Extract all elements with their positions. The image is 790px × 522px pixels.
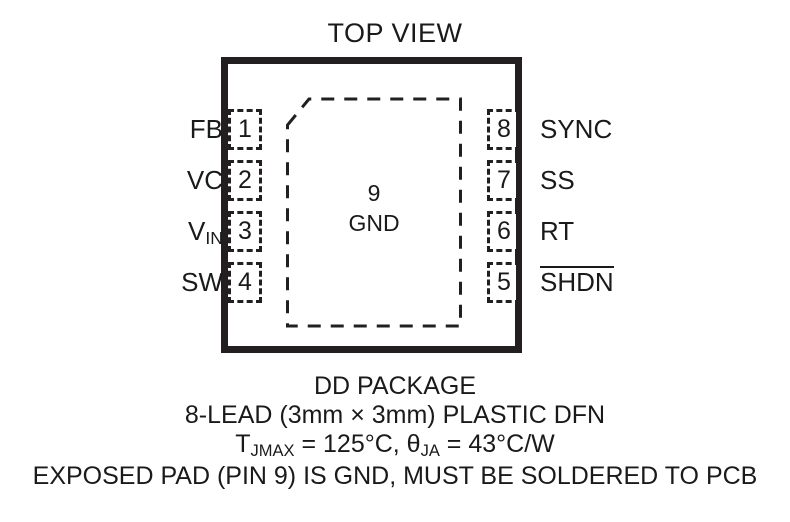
- pin-box-1[interactable]: 1: [228, 109, 262, 150]
- pin-label-vin: VIN: [188, 211, 223, 255]
- exposed-pad-shape: [286, 97, 462, 328]
- pin-box-8[interactable]: 8: [487, 109, 521, 150]
- pin-label-vin-base: V: [187, 216, 206, 246]
- exposed-pad-name: GND: [348, 210, 400, 236]
- caption-lead-count: 8-LEAD (3mm × 3mm) PLASTIC DFN: [184, 401, 606, 429]
- caption-theta-subscript: JA: [420, 441, 440, 460]
- caption-tjmax-value: = 125°C, θ: [294, 430, 421, 458]
- exposed-pad-outline: [286, 96, 462, 329]
- pin-label-ss: SS: [540, 165, 575, 195]
- pin-number-3: 3: [233, 214, 257, 249]
- pin-number-4: 4: [233, 265, 257, 300]
- package-body-outline: [221, 57, 522, 353]
- pin-label-rt: RT: [540, 216, 575, 246]
- pin-label-sw: SW: [181, 267, 223, 297]
- pin-number-2: 2: [233, 163, 257, 198]
- pin-number-1: 1: [233, 112, 257, 147]
- pin-number-5: 5: [492, 265, 516, 300]
- pin-label-sync: SYNC: [540, 114, 613, 144]
- pin-box-7[interactable]: 7: [487, 160, 521, 201]
- pin-number-8: 8: [492, 112, 516, 147]
- pin-number-6: 6: [492, 214, 516, 249]
- exposed-pad-label: 9 GND: [286, 178, 462, 238]
- package-caption: DD PACKAGE 8-LEAD (3mm × 3mm) PLASTIC DF…: [0, 372, 790, 491]
- caption-theta-value: = 43°C/W: [439, 430, 555, 458]
- pin-label-fb: FB: [189, 114, 223, 144]
- pin-box-5[interactable]: 5: [487, 262, 521, 303]
- caption-package-name: DD PACKAGE: [313, 372, 477, 400]
- pin-label-shdn: SHDN: [540, 262, 614, 303]
- diagram-title: TOP VIEW: [327, 18, 463, 48]
- pin-number-7: 7: [492, 163, 516, 198]
- caption-thermal-spec: TJMAX = 125°C, θJA = 43°C/W: [0, 430, 790, 462]
- pin-box-4[interactable]: 4: [228, 262, 262, 303]
- pin-box-6[interactable]: 6: [487, 211, 521, 252]
- exposed-pad-number: 9: [367, 180, 381, 206]
- pin-box-3[interactable]: 3: [228, 211, 262, 252]
- pin-label-vin-subscript: IN: [205, 227, 223, 248]
- pin-label-vc: VC: [186, 165, 223, 195]
- caption-tjmax-prefix: T: [235, 430, 251, 458]
- pin-box-2[interactable]: 2: [228, 160, 262, 201]
- caption-tjmax-subscript: JMAX: [250, 441, 295, 460]
- pin-label-shdn-overbar: SHDN: [540, 266, 614, 297]
- caption-exposed-pad-note: EXPOSED PAD (PIN 9) IS GND, MUST BE SOLD…: [32, 462, 758, 490]
